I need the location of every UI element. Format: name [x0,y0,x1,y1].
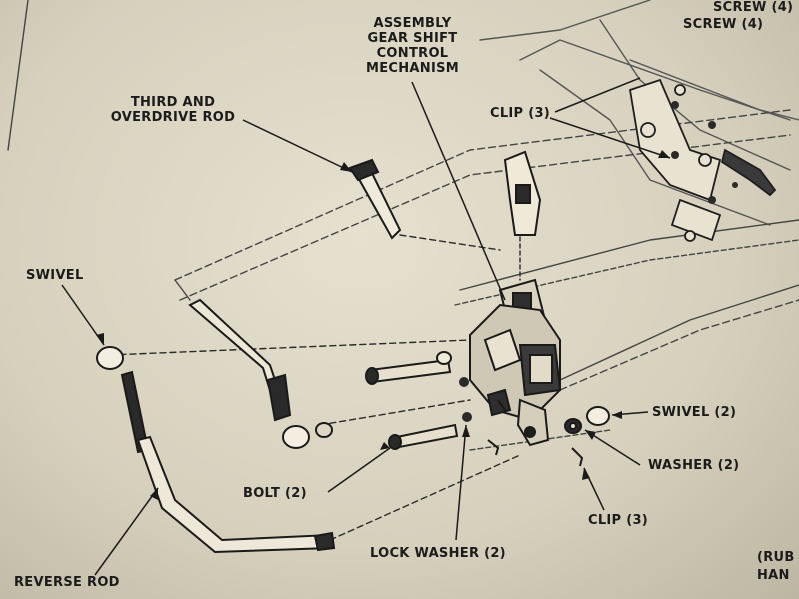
frame-rail [469,429,611,451]
label-third-overdrive-rod: THIRD AND OVERDRIVE ROD [93,95,253,125]
reverse-rod [96,346,336,554]
frame-rail [559,284,799,381]
lock-washer [459,377,472,422]
label-clip-top: CLIP (3) [490,106,551,121]
frame-rail [174,279,191,301]
label-line: OVERDRIVE ROD [110,110,236,125]
label-line: HAN [757,568,790,583]
third-overdrive-rod [348,158,402,240]
label-rubber-partial: (RUB HAN [757,550,795,583]
label-swivel-left: SWIVEL [26,268,84,283]
label-lock-washer: LOCK WASHER (2) [370,546,506,561]
clip-small [487,399,584,467]
bolt [388,423,459,450]
label-swivel-right: SWIVEL (2) [652,405,737,420]
frame-rail [459,219,799,291]
panel-outline [479,0,651,41]
clip-small [671,101,738,204]
label-assembly-line: GEAR SHIFT [367,31,458,46]
label-assembly-line: ASSEMBLY [373,16,452,31]
label-line: THIRD AND [130,95,216,110]
upper-linkage-bracket [628,78,777,242]
swivel-right [564,406,610,434]
label-screw-b: SCREW (4) [683,17,764,32]
label-bolt: BOLT (2) [243,486,307,501]
label-line: (RUB [757,550,795,565]
bolt [365,351,452,385]
frame-rail [559,299,799,391]
label-assembly: ASSEMBLY GEAR SHIFT CONTROL MECHANISM [355,16,470,76]
label-assembly-line: MECHANISM [365,61,459,76]
label-screw-a: SCREW (4) [713,0,794,15]
label-washer: WASHER (2) [648,458,740,473]
label-assembly-line: CONTROL [376,46,449,61]
gear-shift-control-mechanism [469,150,562,447]
label-clip-bottom: CLIP (3) [588,513,649,528]
frame-rail [174,109,791,281]
panel-outline [629,59,799,121]
middle-shift-rod [188,298,333,449]
label-reverse-rod: REVERSE ROD [14,575,120,590]
